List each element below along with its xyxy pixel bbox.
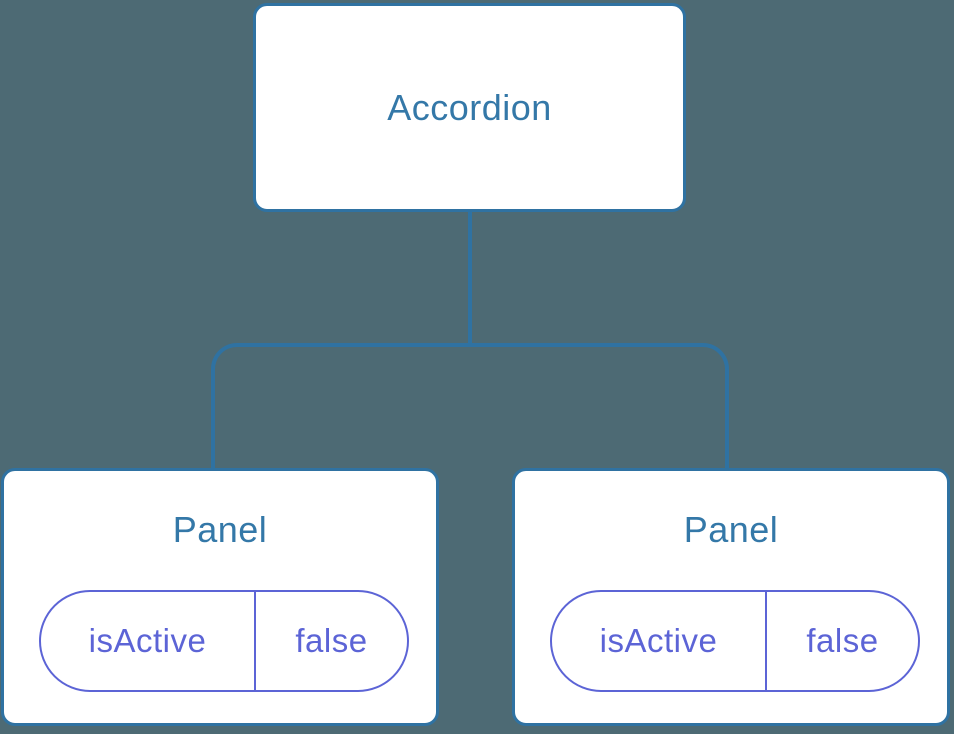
state-pill: isActive false bbox=[550, 590, 920, 692]
state-key-label: isActive bbox=[88, 622, 207, 659]
connector-branch-bracket bbox=[211, 343, 729, 468]
state-value-label: false bbox=[295, 622, 368, 659]
connector-trunk-line bbox=[468, 211, 472, 345]
panel-node-label: Panel bbox=[683, 509, 779, 550]
panel-node-label: Panel bbox=[172, 509, 268, 550]
state-pill: isActive false bbox=[39, 590, 409, 692]
state-value-cell: false bbox=[767, 592, 918, 690]
accordion-node: Accordion bbox=[253, 3, 686, 212]
state-key-cell: isActive bbox=[41, 592, 256, 690]
panel-node-left: Panel isActive false bbox=[1, 468, 439, 726]
state-key-label: isActive bbox=[599, 622, 718, 659]
state-value-cell: false bbox=[256, 592, 407, 690]
state-value-label: false bbox=[806, 622, 879, 659]
panel-node-right: Panel isActive false bbox=[512, 468, 950, 726]
accordion-node-label: Accordion bbox=[387, 86, 552, 128]
state-key-cell: isActive bbox=[552, 592, 767, 690]
